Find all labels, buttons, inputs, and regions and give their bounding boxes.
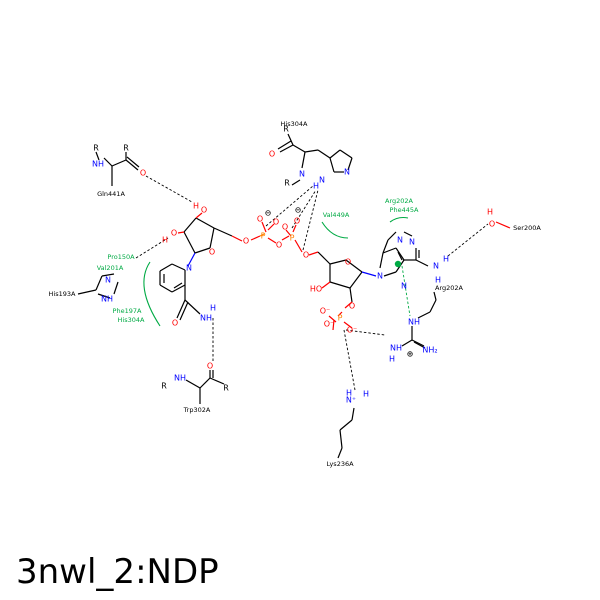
atom-r-gln-1: R bbox=[93, 144, 99, 153]
atom-n-his-ring: N bbox=[319, 176, 325, 185]
adenosine-ribose bbox=[308, 251, 377, 309]
atom-o-5prime-ade: O bbox=[303, 251, 309, 260]
atom-n9: N bbox=[377, 272, 383, 281]
atom-nh-amide: NH bbox=[200, 314, 212, 323]
atom-o-ribose-2: O bbox=[201, 206, 207, 215]
pyrophosphate bbox=[250, 221, 303, 253]
atom-n-his-backbone: N bbox=[299, 170, 305, 179]
atom-o-p3-a: O⁻ bbox=[320, 307, 331, 316]
phosphate-2prime bbox=[328, 311, 353, 331]
atom-h-n6-b: H bbox=[435, 276, 441, 285]
atom-h-his: H bbox=[313, 182, 319, 191]
atom-p-3: P bbox=[338, 314, 343, 323]
atom-o-ribose-ade: O bbox=[345, 258, 351, 267]
atom-n-gln: NH bbox=[92, 160, 104, 169]
atom-p-2: P bbox=[290, 234, 295, 243]
atom-n-his-ring-2: N bbox=[344, 168, 350, 177]
label-his304a-hbond: His304A bbox=[281, 120, 308, 128]
atom-labels: NH R R O R O N R N H N O H O H O O N O N… bbox=[92, 125, 495, 405]
nicotinamide-ribose bbox=[177, 212, 243, 267]
label-val201a: Val201A bbox=[97, 264, 124, 272]
residue-trp302a bbox=[185, 370, 225, 404]
residue-gln441a bbox=[95, 151, 140, 186]
label-pro150a: Pro150A bbox=[107, 253, 135, 261]
atom-o-2prime: O bbox=[349, 302, 355, 311]
atom-o-trp: O bbox=[207, 362, 213, 371]
atom-n-arg-1: NH bbox=[390, 344, 402, 353]
atom-o-p3-c: O⁻ bbox=[347, 326, 358, 335]
atom-n-arg-2: NH₂ bbox=[422, 346, 437, 355]
atom-o-p1-b: O bbox=[273, 218, 279, 227]
atom-o-ser: O bbox=[489, 220, 495, 229]
label-trp302a: Trp302A bbox=[183, 406, 211, 414]
atom-h-n6: H bbox=[443, 255, 449, 264]
atom-n3: N bbox=[397, 236, 403, 245]
atom-n6: N bbox=[433, 262, 439, 271]
atom-oh-3prime: HO bbox=[310, 285, 322, 294]
atom-o-gln: O bbox=[140, 169, 146, 178]
ligand-caption: 3nwl_2:NDP bbox=[16, 552, 219, 592]
atom-n-lys: N⁺ bbox=[346, 396, 356, 405]
label-ser200a: Ser200A bbox=[513, 224, 541, 232]
atom-o-p1-a: O bbox=[257, 215, 263, 224]
atom-n-his193-1: N bbox=[105, 276, 111, 285]
residue-labels: Gln441A His304A Ser200A His193A Arg202A … bbox=[49, 120, 542, 468]
label-val449a: Val449A bbox=[323, 211, 350, 219]
label-arg202a: Arg202A bbox=[435, 284, 464, 292]
atom-h-lys-1: H bbox=[346, 389, 352, 398]
hydrophobic-arcs bbox=[143, 216, 409, 327]
atom-r-his-1: R bbox=[283, 125, 289, 134]
atom-h-arg: H bbox=[389, 355, 395, 364]
atom-h-ser: H bbox=[487, 208, 493, 217]
label-gln441a: Gln441A bbox=[97, 190, 125, 198]
label-arg202a-hydrophobic: Arg202A bbox=[385, 197, 414, 205]
residue-his193a bbox=[77, 273, 119, 299]
adenine-ring bbox=[379, 231, 429, 277]
atom-o-amide: O bbox=[172, 319, 178, 328]
label-phe197a: Phe197A bbox=[113, 307, 142, 315]
atom-o-p2-b: O bbox=[294, 217, 300, 226]
atom-h-lys-2: H bbox=[363, 390, 369, 399]
label-phe445a: Phe445A bbox=[390, 206, 419, 214]
hydrogen-bonds bbox=[135, 175, 489, 391]
label-his193a: His193A bbox=[49, 290, 76, 298]
residue-arg202a-chain bbox=[401, 291, 437, 349]
atom-o-p2-a: O bbox=[282, 223, 288, 232]
atom-n-trp: NH bbox=[174, 374, 186, 383]
atom-o-bridge: O bbox=[276, 241, 282, 250]
atom-p-1: P bbox=[261, 232, 266, 241]
residue-lys236a bbox=[337, 407, 355, 459]
atom-r-his-2: R bbox=[284, 179, 290, 188]
atom-r-trp-1: R bbox=[161, 382, 167, 391]
residue-his304a-top bbox=[277, 133, 353, 186]
atom-o-his: O bbox=[269, 150, 275, 159]
atom-charge-arg: ⊕ bbox=[407, 350, 414, 359]
atom-charge-p2: ⊖ bbox=[295, 206, 302, 215]
atom-n-pyridinium: N bbox=[186, 264, 192, 273]
label-lys236a: Lys236A bbox=[326, 460, 354, 468]
atom-h-amide: H bbox=[210, 304, 216, 313]
atom-o-ribose-3: O bbox=[171, 229, 177, 238]
pi-cation-centroid bbox=[394, 260, 402, 268]
atom-h-ribose-3: H bbox=[162, 236, 168, 245]
label-his304a-hydrophobic: His304A bbox=[118, 316, 145, 324]
residue-ser200a bbox=[495, 221, 511, 229]
atom-o-p3-b: O⁻ bbox=[324, 320, 335, 329]
atom-o-5prime: O bbox=[243, 237, 249, 246]
atom-o-ribose-ring: O bbox=[209, 248, 215, 257]
atom-r-gln-2: R bbox=[123, 144, 129, 153]
atom-n1: N bbox=[409, 238, 415, 247]
atom-n7: N bbox=[401, 282, 407, 291]
atom-nh-arg: NH bbox=[408, 318, 420, 327]
atom-h-ribose-2: H bbox=[193, 202, 199, 211]
pyridinium-ring bbox=[159, 263, 201, 321]
atom-nh-his193: NH bbox=[101, 295, 113, 304]
atom-charge-p1: ⊖ bbox=[265, 209, 272, 218]
atom-r-trp-2: R bbox=[223, 384, 229, 393]
